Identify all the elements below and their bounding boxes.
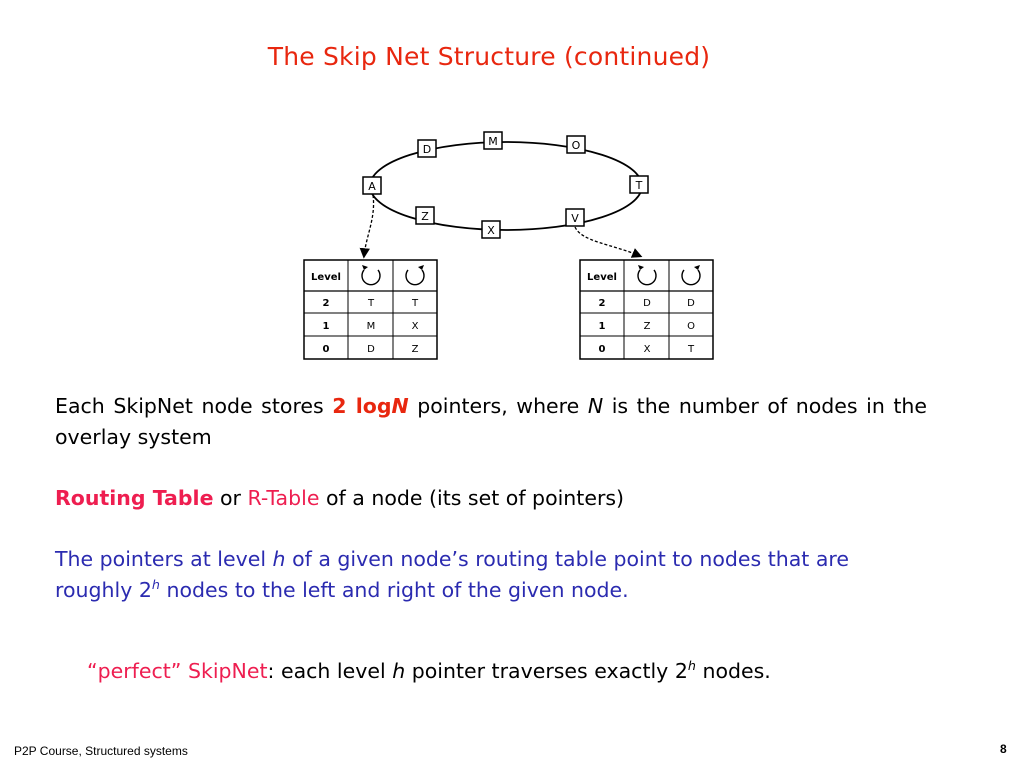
ring-node-t: T <box>629 175 649 194</box>
svg-text:X: X <box>487 224 495 237</box>
ccw-rotate-icon <box>637 265 657 286</box>
svg-text:M: M <box>367 321 376 332</box>
svg-text:Z: Z <box>644 321 651 332</box>
svg-text:Z: Z <box>412 344 419 355</box>
ring-node-z: Z <box>415 206 435 225</box>
ccw-rotate-icon <box>361 265 381 286</box>
ring-node-o: O <box>566 135 586 154</box>
right-table-level-header: Level <box>587 272 617 283</box>
paragraph-perfect-skipnet: “perfect” SkipNet: each level h pointer … <box>87 658 771 683</box>
cw-rotate-icon <box>405 265 425 286</box>
svg-text:0: 0 <box>599 344 606 355</box>
svg-text:D: D <box>643 298 651 309</box>
ring-node-v: V <box>565 208 585 227</box>
slide-title: The Skip Net Structure (continued) <box>267 42 711 71</box>
paragraph-level-pointers: The pointers at level h of a given node’… <box>55 547 850 602</box>
svg-text:T: T <box>687 344 695 355</box>
ring-node-m: M <box>483 131 503 150</box>
svg-text:2: 2 <box>599 298 606 309</box>
ring-node-d: D <box>417 139 437 158</box>
svg-text:T: T <box>411 298 419 309</box>
svg-text:V: V <box>571 212 579 225</box>
svg-text:X: X <box>412 321 419 332</box>
footer-text: P2P Course, Structured systems <box>14 744 188 758</box>
skipnet-diagram: D M O A T Z X V Level <box>303 131 714 360</box>
right-routing-table: Level 2 D D 1 Z O 0 X T <box>579 259 714 360</box>
cw-rotate-icon <box>681 265 701 286</box>
svg-text:O: O <box>687 321 695 332</box>
left-table-level-header: Level <box>311 272 341 283</box>
arrow-v-to-right-table <box>574 226 643 258</box>
svg-text:A: A <box>368 180 376 193</box>
svg-text:1: 1 <box>599 321 606 332</box>
arrow-a-to-left-table <box>359 194 375 259</box>
svg-text:2: 2 <box>323 298 330 309</box>
left-routing-table: Level 2 T T 1 M X 0 D Z <box>303 259 438 360</box>
svg-text:T: T <box>367 298 375 309</box>
svg-text:D: D <box>687 298 695 309</box>
svg-text:0: 0 <box>323 344 330 355</box>
svg-text:T: T <box>635 179 643 192</box>
svg-text:D: D <box>423 143 431 156</box>
paragraph-routing-table: Routing Table or R-Table of a node (its … <box>55 486 625 510</box>
ring-node-a: A <box>362 176 382 195</box>
svg-text:X: X <box>644 344 651 355</box>
paragraph-pointers: Each SkipNet node stores 2 logN pointers… <box>55 394 928 449</box>
svg-text:D: D <box>367 344 375 355</box>
page-number: 8 <box>1000 742 1007 756</box>
ring-node-x: X <box>481 220 501 239</box>
svg-text:O: O <box>572 139 581 152</box>
svg-text:Z: Z <box>421 210 429 223</box>
svg-text:1: 1 <box>323 321 330 332</box>
svg-text:M: M <box>488 135 498 148</box>
ring-ellipse <box>369 141 643 231</box>
